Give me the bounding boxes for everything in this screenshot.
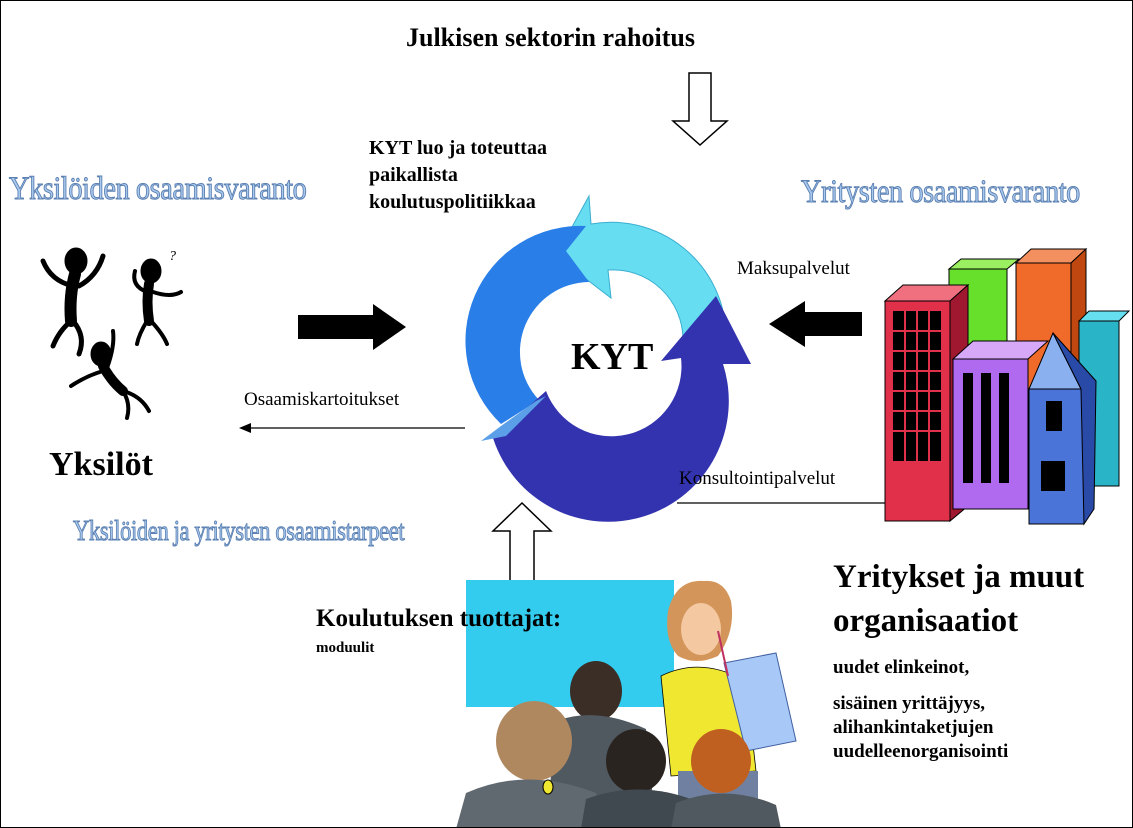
companies-items: uudet elinkeinot, sisäinen yrittäjyys, a…: [833, 656, 1008, 764]
individuals-label: Yksilöt: [49, 446, 153, 483]
companies-to-kyt-arrow: [769, 301, 862, 347]
producers-title: Koulutuksen tuottajat:: [316, 605, 562, 632]
individuals-to-kyt-arrow: [298, 304, 406, 350]
consulting-arrow: [677, 498, 901, 508]
kyt-policy-line: paikallista: [369, 164, 458, 186]
company-item: uudet elinkeinot,: [833, 657, 970, 678]
paid-services-label: Maksupalvelut: [737, 258, 850, 279]
producers-cyan-box: [466, 580, 674, 707]
kyt-center-label: KYT: [571, 336, 654, 378]
kyt-cycle-icon: [465, 194, 751, 522]
individual-reserve-wordart: Yksilöiden osaamisvaranto: [9, 171, 308, 208]
producers-subtitle: moduulit: [316, 640, 375, 656]
companies-title-line: Yritykset ja muut: [833, 559, 1085, 595]
company-item: uudelleenorganisointi: [833, 741, 1009, 762]
company-reserve-wordart: Yritysten osaamisvaranto: [801, 174, 1081, 211]
kyt-policy-text: KYT luo ja toteuttaa paikallista koulutu…: [369, 135, 547, 216]
consulting-label: Konsultointipalvelut: [679, 468, 836, 489]
funding-down-arrow: [671, 72, 729, 147]
companies-title: Yritykset ja muut organisaatiot: [833, 555, 1084, 643]
needs-wordart: Yksilöiden ja yritysten osaamistarpeet: [73, 515, 405, 548]
public-funding-title: Julkisen sektorin rahoitus: [406, 23, 695, 52]
kyt-policy-line: KYT luo ja toteuttaa: [369, 137, 547, 159]
competence-mapping-label: Osaamiskartoitukset: [244, 389, 400, 410]
teacher-audience-icon: [456, 580, 797, 827]
mapping-arrow: [239, 423, 465, 433]
company-item: alihankintaketjujen: [833, 717, 994, 738]
companies-title-line: organisaatiot: [833, 603, 1019, 639]
individuals-figures-icon: ?: [40, 247, 183, 420]
svg-text:?: ?: [169, 249, 176, 264]
kyt-policy-line: koulutuspolitiikkaa: [369, 191, 536, 213]
company-item: sisäinen yrittäjyys,: [833, 693, 985, 714]
buildings-icon: [883, 247, 1131, 526]
